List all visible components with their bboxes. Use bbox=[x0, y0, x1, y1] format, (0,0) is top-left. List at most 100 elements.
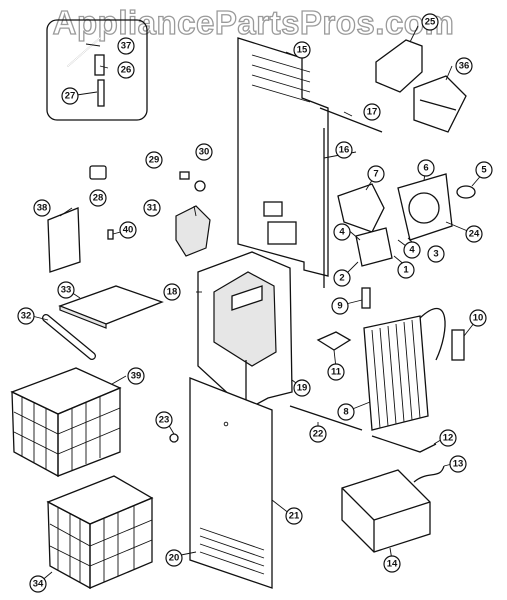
clip-40 bbox=[107, 229, 114, 240]
callout-18: 18 bbox=[163, 283, 181, 301]
bulb bbox=[194, 180, 206, 192]
svg-text:7: 7 bbox=[373, 169, 378, 180]
callout-40: 40 bbox=[119, 221, 137, 239]
callout-12: 12 bbox=[439, 429, 457, 447]
svg-text:25: 25 bbox=[425, 17, 436, 28]
svg-text:40: 40 bbox=[123, 225, 134, 236]
svg-text:17: 17 bbox=[367, 107, 378, 118]
rod-22 bbox=[289, 405, 363, 431]
callout-4b: 4 bbox=[403, 241, 421, 259]
callout-17: 17 bbox=[363, 103, 381, 121]
callout-29: 29 bbox=[145, 151, 163, 169]
inset-box bbox=[46, 19, 148, 121]
bracket-2 bbox=[355, 227, 393, 267]
callout-22: 22 bbox=[309, 425, 327, 443]
svg-text:3: 3 bbox=[433, 249, 438, 260]
svg-text:33: 33 bbox=[61, 285, 72, 296]
fan-blade bbox=[456, 185, 476, 199]
part-9 bbox=[361, 287, 371, 309]
callout-23: 23 bbox=[155, 411, 173, 429]
frame-36-bar bbox=[419, 99, 457, 111]
callout-13: 13 bbox=[449, 455, 467, 473]
svg-text:28: 28 bbox=[93, 193, 104, 204]
svg-text:31: 31 bbox=[147, 203, 158, 214]
svg-text:5: 5 bbox=[481, 165, 487, 176]
svg-text:22: 22 bbox=[313, 429, 324, 440]
svg-text:23: 23 bbox=[159, 415, 170, 426]
housing-31 bbox=[175, 205, 211, 257]
bracket-25 bbox=[375, 39, 423, 93]
callout-4a: 4 bbox=[333, 223, 351, 241]
rear-panel bbox=[237, 37, 329, 277]
dispenser-housing bbox=[197, 251, 293, 411]
callout-24: 24 bbox=[465, 225, 483, 243]
callout-6: 6 bbox=[417, 159, 435, 177]
callout-33: 33 bbox=[57, 281, 75, 299]
callout-5: 5 bbox=[475, 161, 493, 179]
callout-37: 37 bbox=[117, 37, 135, 55]
svg-text:32: 32 bbox=[21, 311, 32, 322]
svg-text:4: 4 bbox=[339, 227, 345, 238]
callout-34: 34 bbox=[29, 575, 47, 593]
svg-text:38: 38 bbox=[37, 203, 48, 214]
heater bbox=[371, 435, 437, 453]
evaporator bbox=[363, 308, 446, 431]
part-11 bbox=[316, 331, 352, 351]
callout-1: 1 bbox=[397, 261, 415, 279]
drain-pan bbox=[341, 469, 431, 553]
fan-shroud bbox=[408, 192, 440, 224]
svg-text:24: 24 bbox=[469, 229, 480, 240]
wire bbox=[413, 465, 445, 483]
callout-38: 38 bbox=[33, 199, 51, 217]
fan-plate bbox=[397, 173, 453, 241]
callout-7: 7 bbox=[367, 165, 385, 183]
roller-fill bbox=[43, 315, 95, 359]
callout-11: 11 bbox=[327, 363, 345, 381]
callout-8: 8 bbox=[337, 403, 355, 421]
callout-30: 30 bbox=[195, 143, 213, 161]
callout-27: 27 bbox=[61, 87, 79, 105]
lower-basket bbox=[46, 475, 154, 590]
upper-basket bbox=[10, 367, 122, 478]
svg-text:30: 30 bbox=[199, 147, 210, 158]
svg-text:8: 8 bbox=[343, 407, 348, 418]
svg-text:10: 10 bbox=[473, 313, 484, 324]
svg-text:2: 2 bbox=[339, 273, 344, 284]
rod-17 bbox=[319, 107, 383, 133]
callout-9: 9 bbox=[331, 297, 349, 315]
svg-text:6: 6 bbox=[423, 163, 428, 174]
svg-text:13: 13 bbox=[453, 459, 464, 470]
glass-shelf-edge bbox=[59, 305, 107, 329]
svg-text:11: 11 bbox=[331, 367, 342, 378]
svg-text:21: 21 bbox=[289, 511, 300, 522]
svg-text:34: 34 bbox=[33, 579, 44, 590]
callout-3: 3 bbox=[427, 245, 445, 263]
svg-text:39: 39 bbox=[131, 371, 142, 382]
svg-text:37: 37 bbox=[121, 41, 132, 52]
switch-28 bbox=[89, 165, 107, 180]
part-10 bbox=[451, 329, 465, 361]
callout-31: 31 bbox=[143, 199, 161, 217]
svg-text:12: 12 bbox=[443, 433, 454, 444]
pad-7 bbox=[337, 183, 385, 233]
svg-text:18: 18 bbox=[167, 287, 178, 298]
callout-15: 15 bbox=[293, 41, 311, 59]
callout-36: 36 bbox=[455, 57, 473, 75]
callout-28: 28 bbox=[89, 189, 107, 207]
callout-26: 26 bbox=[117, 61, 135, 79]
svg-text:15: 15 bbox=[297, 45, 308, 56]
callout-14: 14 bbox=[383, 555, 401, 573]
svg-text:9: 9 bbox=[337, 301, 342, 312]
svg-text:19: 19 bbox=[297, 383, 308, 394]
watermark: AppliancePartsPros.com bbox=[52, 3, 455, 41]
plate-38 bbox=[47, 207, 81, 273]
callout-20: 20 bbox=[165, 549, 183, 567]
callout-39: 39 bbox=[127, 367, 145, 385]
callout-19: 19 bbox=[293, 379, 311, 397]
svg-text:1: 1 bbox=[403, 265, 409, 276]
svg-text:29: 29 bbox=[149, 155, 160, 166]
callout-2: 2 bbox=[333, 269, 351, 287]
